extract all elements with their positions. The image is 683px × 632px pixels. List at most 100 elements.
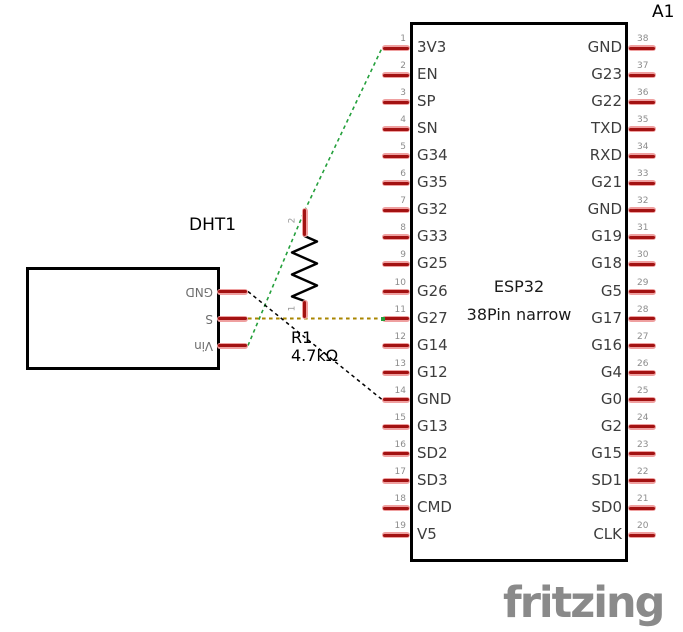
resistor-zigzag[interactable] xyxy=(288,235,321,303)
pin-core xyxy=(629,235,655,239)
esp32-pin-number: 31 xyxy=(637,223,649,234)
esp32-pin-TXD-35[interactable] xyxy=(628,126,656,133)
esp32-pin-G32[interactable] xyxy=(382,207,410,214)
wire-resistor-to-3v3[interactable] xyxy=(303,47,383,212)
esp32-pin-G26[interactable] xyxy=(382,288,410,295)
pin-core xyxy=(629,479,655,483)
esp32-pin-G16-27[interactable] xyxy=(628,342,656,349)
esp32-pin-G2-24[interactable] xyxy=(628,423,656,430)
esp32-pin-G23-37[interactable] xyxy=(628,72,656,79)
esp32-pin-G13[interactable] xyxy=(382,423,410,430)
esp32-pin-number: 1 xyxy=(400,34,406,44)
esp32-pin-label: CLK xyxy=(593,525,622,544)
esp32-pin-label: EN xyxy=(417,65,438,84)
esp32-pin-number: 30 xyxy=(637,250,649,261)
esp32-pin-number: 13 xyxy=(394,358,406,369)
esp32-pin-G0-25[interactable] xyxy=(628,396,656,403)
esp32-pin-G25[interactable] xyxy=(382,261,410,268)
esp32-pin-RXD-34[interactable] xyxy=(628,153,656,160)
esp32-pin-label: 3V3 xyxy=(417,38,447,56)
esp32-pin-label: G5 xyxy=(600,281,622,300)
dht-ref-label[interactable]: DHT1 xyxy=(189,215,237,235)
esp32-pin-label: G25 xyxy=(417,254,448,273)
esp32-pin-GND-38[interactable] xyxy=(628,45,656,51)
pin-core xyxy=(629,452,655,456)
esp32-part-body[interactable] xyxy=(410,22,628,562)
esp32-pin-G15-23[interactable] xyxy=(628,450,656,457)
esp32-pin-label: TXD xyxy=(591,119,622,138)
resistor-ref-label[interactable]: R1 xyxy=(291,328,313,347)
esp32-pin-G18-30[interactable] xyxy=(628,261,656,268)
pin-core xyxy=(629,208,655,212)
esp32-pin-G27[interactable] xyxy=(382,315,410,322)
esp32-pin-G19-31[interactable] xyxy=(628,234,656,241)
resistor-pin-top[interactable] xyxy=(301,208,308,237)
esp32-pin-G12[interactable] xyxy=(382,369,410,376)
esp32-pin-number: 18 xyxy=(394,494,406,505)
esp32-pin-number: 12 xyxy=(394,331,406,342)
esp32-pin-EN[interactable] xyxy=(382,72,410,79)
esp32-pin-label: G23 xyxy=(591,65,622,84)
esp32-pin-GND-32[interactable] xyxy=(628,207,656,214)
esp32-pin-G17-28[interactable] xyxy=(628,315,656,322)
pin-core xyxy=(629,73,655,77)
pin-core xyxy=(629,100,655,104)
esp32-pin-SP[interactable] xyxy=(382,99,410,106)
esp32-pin-G35[interactable] xyxy=(382,180,410,187)
esp32-pin-label: G13 xyxy=(417,416,448,435)
pin-core xyxy=(629,46,655,50)
esp32-pin-G4-26[interactable] xyxy=(628,369,656,376)
resistor-value-label[interactable]: 4.7kΩ xyxy=(291,346,338,365)
esp32-pin-V5[interactable] xyxy=(382,532,410,539)
esp32-pin-G14[interactable] xyxy=(382,342,410,349)
pin-core xyxy=(383,154,409,158)
esp32-pin-number: 33 xyxy=(637,169,649,180)
esp32-pin-SD2[interactable] xyxy=(382,450,410,457)
pin-core xyxy=(383,533,409,537)
fritzing-logo: fritzing xyxy=(503,578,665,628)
esp32-pin-G21-33[interactable] xyxy=(628,180,656,187)
esp32-pin-label: G35 xyxy=(417,173,448,192)
pin-core xyxy=(383,73,409,77)
dht-pin-Vin[interactable] xyxy=(217,342,248,349)
esp32-pin-G34[interactable] xyxy=(382,153,410,160)
esp32-pin-SN[interactable] xyxy=(382,126,410,133)
esp32-pin-number: 22 xyxy=(637,466,649,477)
esp32-pin-G5-29[interactable] xyxy=(628,288,656,295)
esp32-pin-number: 16 xyxy=(394,439,406,450)
pin-core xyxy=(629,317,655,321)
esp32-pin-CLK-20[interactable] xyxy=(628,532,656,539)
esp32-pin-label: G27 xyxy=(417,308,448,327)
pin-core xyxy=(383,127,409,131)
pin-core xyxy=(629,290,655,294)
dht-part-body[interactable] xyxy=(26,267,220,370)
esp32-pin-G22-36[interactable] xyxy=(628,99,656,106)
esp32-pin-number: 27 xyxy=(637,331,649,342)
esp32-pin-label: G19 xyxy=(591,227,622,246)
esp32-pin-SD0-21[interactable] xyxy=(628,505,656,512)
dht-pin-label: Vin xyxy=(194,338,213,353)
resistor-pin-bottom[interactable] xyxy=(301,300,308,319)
esp32-title-line1: ESP32 xyxy=(493,277,545,296)
esp32-pin-G33[interactable] xyxy=(382,234,410,241)
pin-core xyxy=(383,317,409,321)
dht-pin-label: S xyxy=(205,311,213,326)
esp32-pin-label: SD0 xyxy=(591,498,622,517)
esp32-pin-label: G32 xyxy=(417,200,448,219)
esp32-pin-label: G2 xyxy=(600,416,622,435)
esp32-pin-number: 11 xyxy=(394,304,406,315)
esp32-ref-label[interactable]: A1 xyxy=(652,2,675,22)
esp32-pin-3V3[interactable] xyxy=(382,45,410,51)
dht-pin-S[interactable] xyxy=(217,315,248,322)
esp32-pin-SD3[interactable] xyxy=(382,477,410,484)
pin-core xyxy=(629,262,655,266)
dht-pin-GND[interactable] xyxy=(217,288,248,295)
esp32-pin-label: G22 xyxy=(591,92,622,111)
esp32-pin-number: 29 xyxy=(637,277,649,288)
esp32-pin-number: 5 xyxy=(400,142,406,153)
esp32-pin-SD1-22[interactable] xyxy=(628,477,656,484)
esp32-pin-GND[interactable] xyxy=(382,396,410,403)
pin-core xyxy=(383,452,409,456)
esp32-pin-CMD[interactable] xyxy=(382,505,410,512)
pin-core xyxy=(383,46,409,50)
